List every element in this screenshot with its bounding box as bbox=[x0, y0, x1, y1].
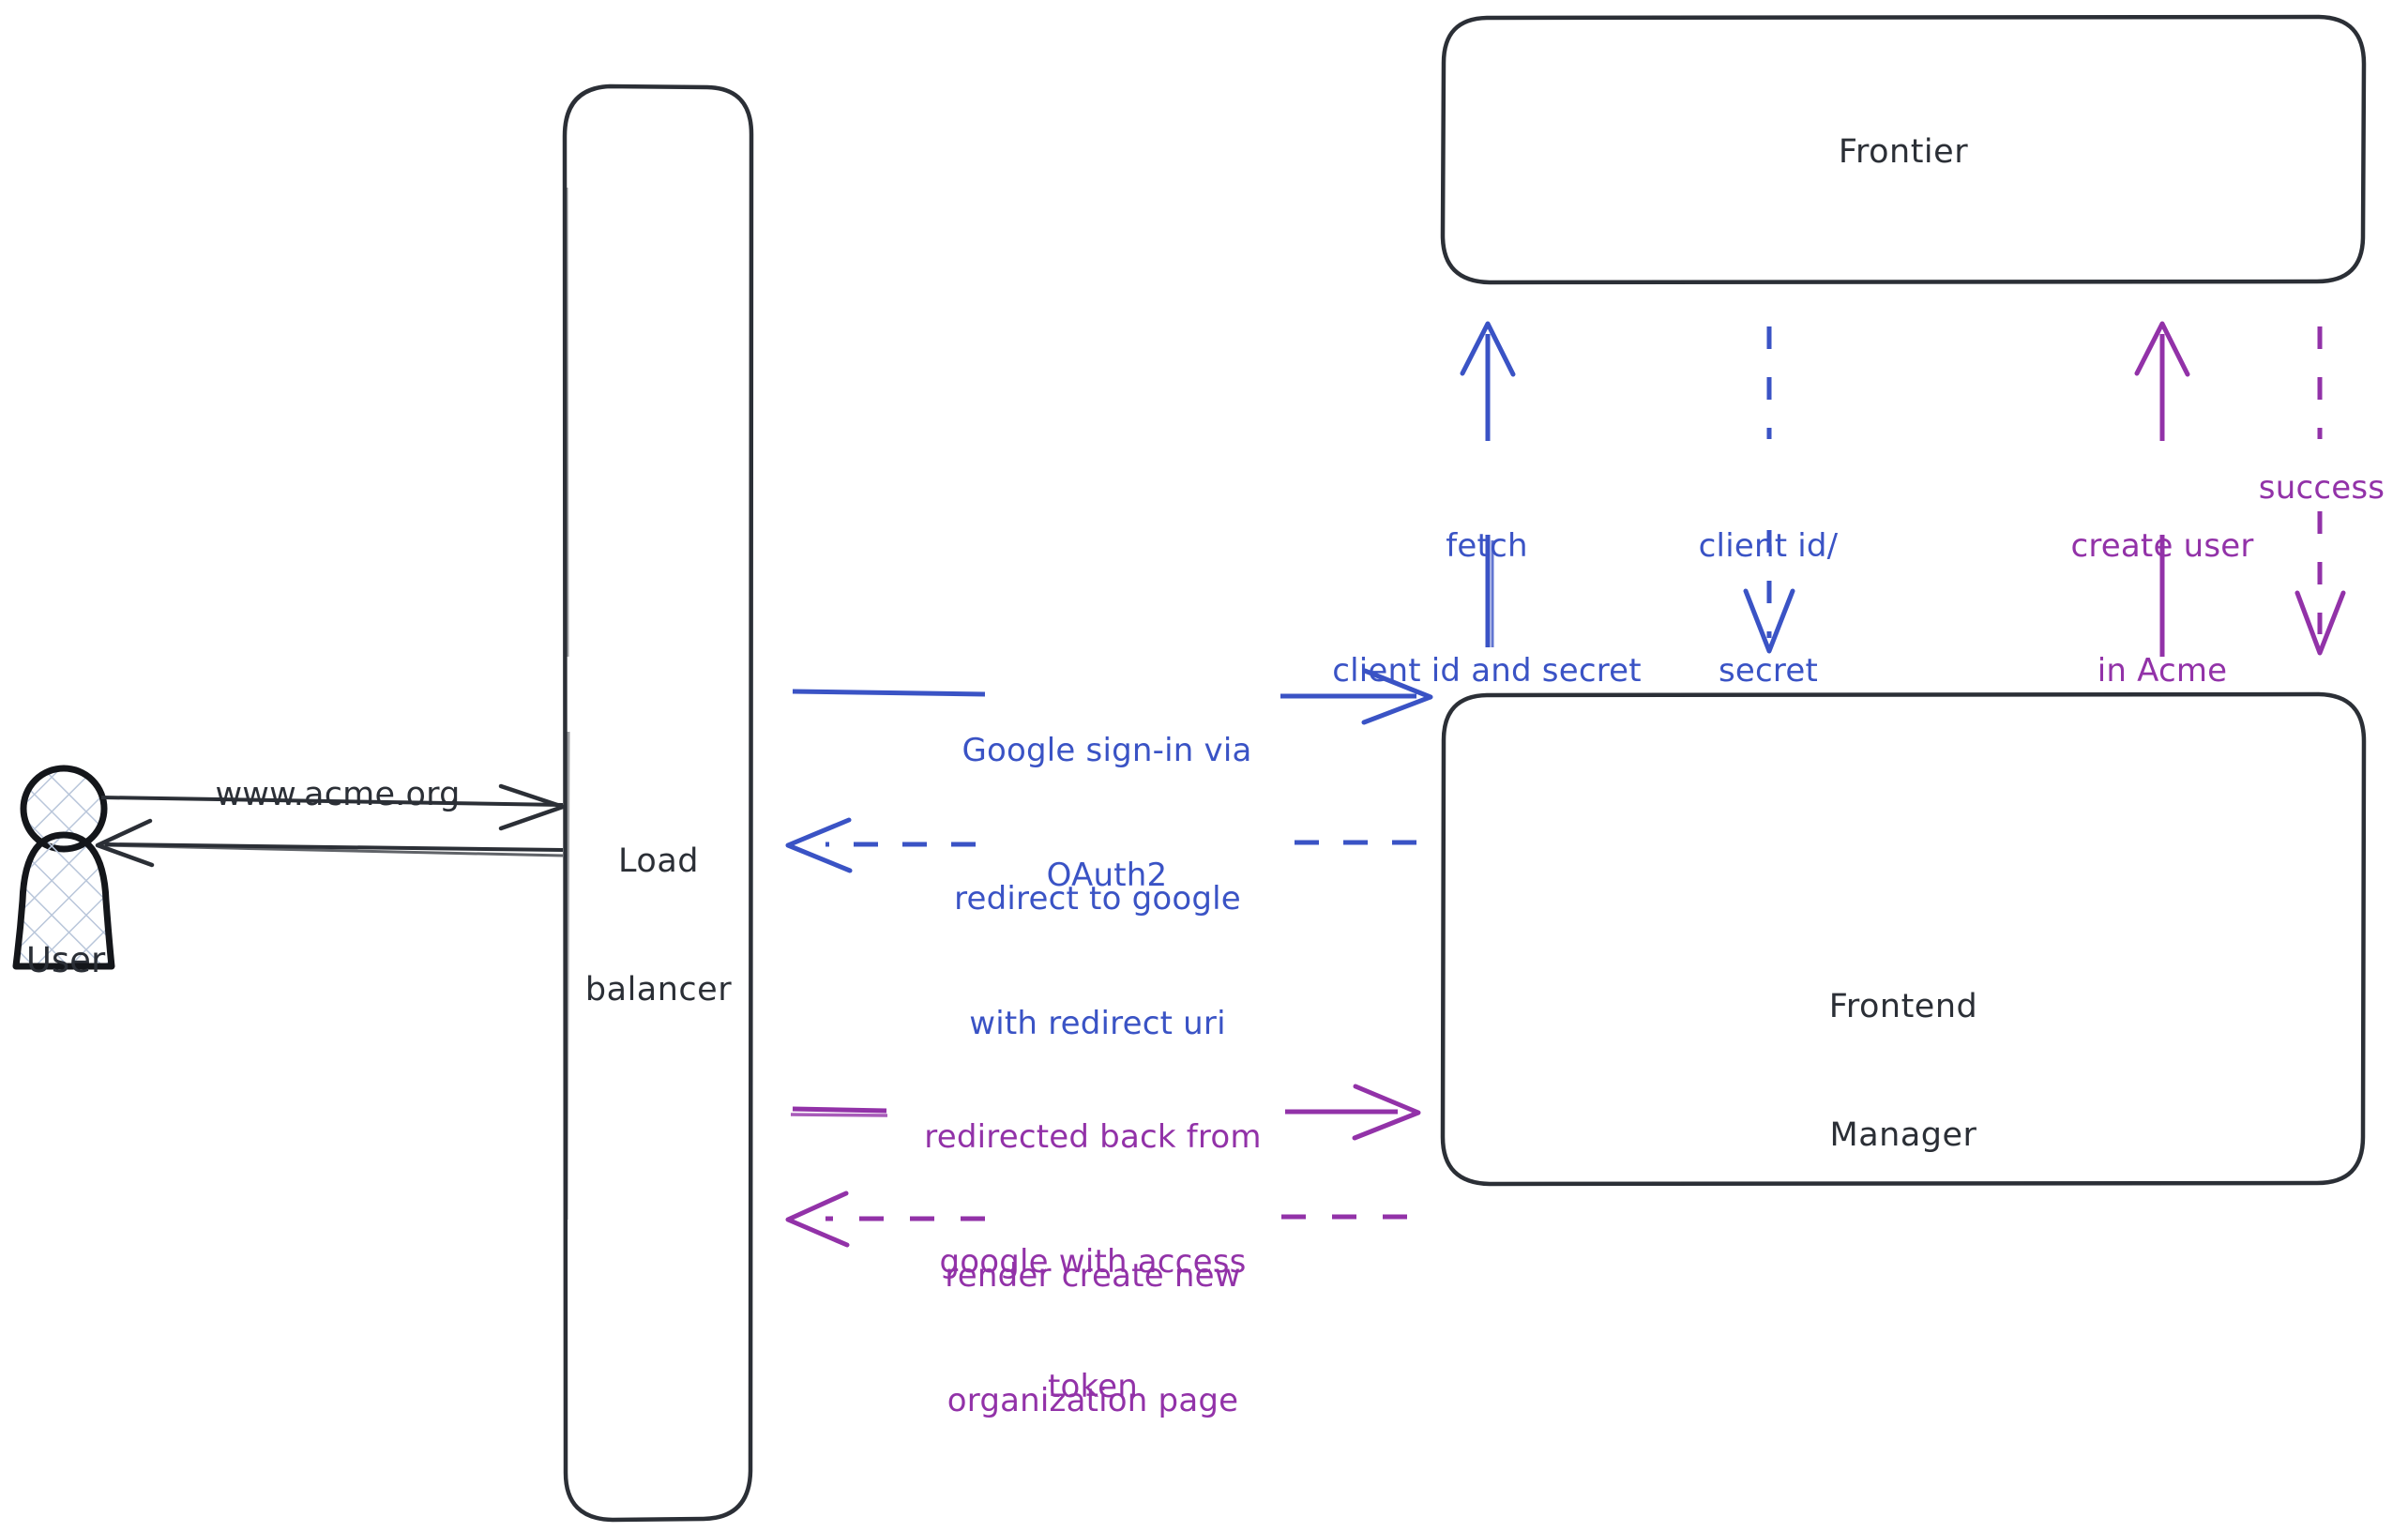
edge-frontier-to-fm-success bbox=[2294, 326, 2346, 656]
edge-fm-to-lb-redirect bbox=[785, 817, 1416, 873]
edge-frontier-to-fm-credentials bbox=[1743, 326, 1795, 654]
edge-lb-to-fm-signin bbox=[792, 668, 1433, 725]
node-frontend-manager[interactable] bbox=[1440, 691, 2367, 1187]
edge-lb-to-fm-token bbox=[790, 1084, 1421, 1141]
edge-fm-to-frontier-create-user bbox=[2134, 321, 2190, 657]
edge-lb-to-user bbox=[95, 818, 564, 868]
edge-user-to-lb bbox=[100, 783, 566, 831]
edge-fm-to-lb-render bbox=[785, 1191, 1407, 1248]
person-icon bbox=[12, 765, 115, 970]
node-load-balancer[interactable] bbox=[562, 83, 754, 1523]
edge-fm-to-frontier-fetch bbox=[1460, 321, 1516, 647]
node-frontier[interactable] bbox=[1440, 14, 2367, 285]
